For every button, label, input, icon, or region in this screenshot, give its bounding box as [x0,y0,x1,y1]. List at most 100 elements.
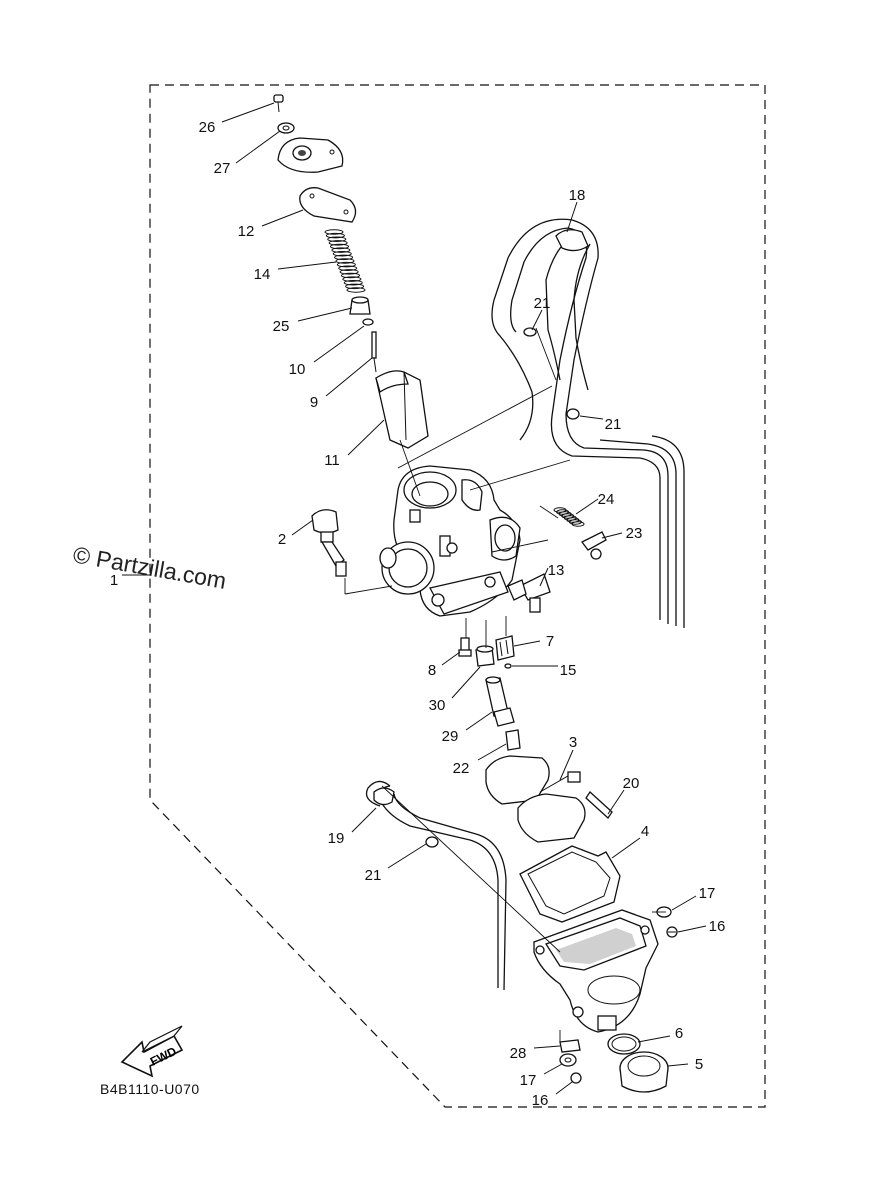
callout-label-c28: 28 [510,1045,527,1062]
callout-leader-c3 [559,749,574,781]
callout-label-c22: 22 [453,760,470,777]
callout-leader-c30 [451,666,481,699]
part-28-clip [559,1039,581,1053]
callout-label-c8: 8 [428,662,436,679]
callout-leader-c21a [531,309,543,331]
callout-label-c4: 4 [641,823,649,840]
callout-label-c14: 14 [254,266,271,283]
part-top-cap [277,137,344,173]
part-19-drain-hose [365,780,507,991]
callout-leader-c9 [325,357,373,397]
callout-leader-c5 [667,1063,689,1067]
part-25-retainer [349,296,371,315]
callout-leader-c14 [277,261,337,270]
callout-leader-c19 [351,807,377,833]
callout-label-c11: 11 [324,452,340,469]
part-15-o-ring [504,663,512,669]
callout-label-c5: 5 [695,1056,703,1073]
callout-label-c9: 9 [310,394,318,411]
part-5-drain-plug [619,1051,669,1093]
part-21-clip-upper-a [523,327,537,337]
part-2-adjust-screw [311,509,347,577]
callout-label-c21c: 21 [365,867,382,884]
part-20-pin [585,791,613,819]
part-6-o-ring [607,1033,641,1055]
callout-label-c1: 1 [110,572,118,589]
part-11-throttle-valve [375,370,429,449]
callout-leader-c13 [539,567,549,587]
callout-label-c6: 6 [675,1025,683,1042]
part-24-spring [553,507,585,527]
callout-label-c21b: 21 [605,416,622,433]
part-18-vent-hoses [491,218,685,628]
callout-label-c27: 27 [214,160,231,177]
callout-leader-c16a [677,925,707,933]
callout-label-c18: 18 [569,187,586,204]
callout-leader-c12 [261,209,304,227]
callout-leader-c10 [313,325,365,363]
part-17-washer-b [559,1053,577,1067]
diagram-code: B4B1110-U070 [100,1081,200,1097]
callout-leader-c26 [221,102,275,123]
callout-label-c23: 23 [626,525,643,542]
callout-label-c29: 29 [442,728,459,745]
callout-label-c15: 15 [560,662,577,679]
callout-leader-c16b [555,1081,573,1095]
callout-leader-c21c [387,843,427,869]
part-30-jet-holder [475,645,495,667]
callout-leader-c4 [611,837,641,859]
part-21-clip-upper-b [566,408,580,420]
carburetor-body [379,465,521,617]
part-3-float [485,755,586,843]
callout-label-c20: 20 [623,775,640,792]
assembly-boundary [149,84,766,1108]
part-22-main-jet [505,729,521,751]
callout-leader-c18 [566,201,578,233]
callout-leader-c20 [607,789,625,815]
part-21-clip-lower [425,836,439,848]
callout-leader-c23 [601,532,623,539]
part-13-bracket [507,573,551,613]
float-bowl [533,909,659,1033]
callout-leader-c8 [441,651,461,666]
alignment-lines [344,327,666,1042]
fwd-arrow-icon: FWD [120,1025,184,1078]
part-7-starter-plunger [495,635,515,661]
callout-leader-c24 [575,498,599,515]
callout-label-c16a: 16 [709,918,726,935]
callout-leader-c6 [637,1035,671,1043]
part-29-needle-jet [485,676,515,727]
callout-label-c17b: 17 [520,1072,537,1089]
part-27-washer [277,122,295,134]
callout-label-c30: 30 [429,697,446,714]
callout-label-c17a: 17 [699,885,716,902]
callout-leader-c21b [579,415,604,420]
callout-leader-c17b [543,1063,563,1075]
callout-leader-c11 [347,419,385,456]
callout-label-c25: 25 [273,318,290,335]
callout-leader-c22 [477,743,507,761]
callout-leader-c17a [671,895,697,911]
callout-label-c7: 7 [546,633,554,650]
part-14-spring [324,229,366,293]
callout-leader-c2 [291,519,314,536]
part-12-gasket [299,187,357,223]
callout-label-c24: 24 [598,491,615,508]
part-4-float-bowl-gasket [519,845,621,923]
callout-label-c21a: 21 [534,295,551,312]
part-26-screw [273,94,284,113]
part-9-needle [371,331,377,373]
callout-label-c12: 12 [238,223,255,240]
part-8-pilot-jet [458,637,472,657]
callout-label-c13: 13 [548,562,565,579]
callout-label-c2: 2 [278,531,286,548]
callout-leader-c27 [235,130,281,164]
callout-leader-c29 [465,711,493,731]
callout-label-c19: 19 [328,830,345,847]
callout-label-c26: 26 [199,119,216,136]
part-16-screw-b [570,1072,582,1084]
callout-leader-c7 [513,640,541,647]
part-16-screw-a [666,926,678,938]
